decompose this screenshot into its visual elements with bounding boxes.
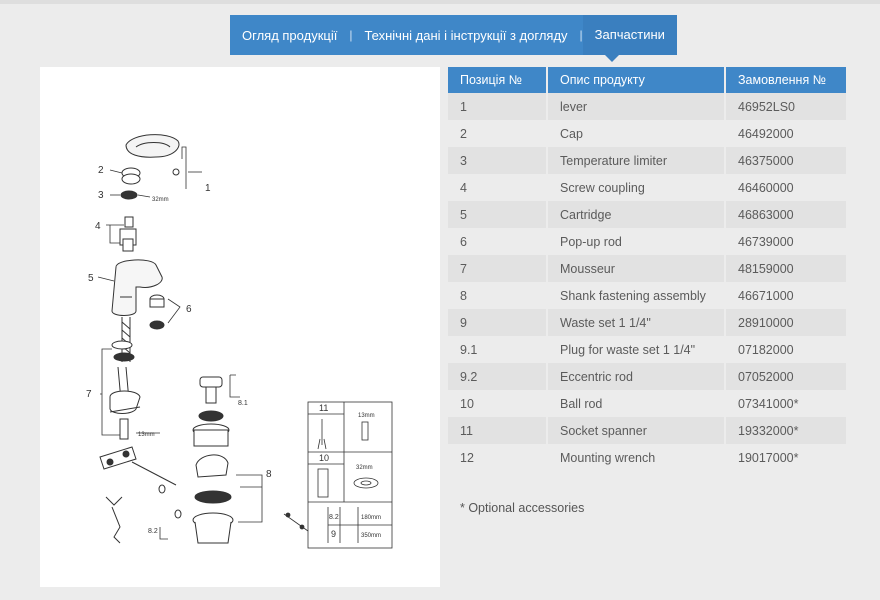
dimension-32mm: 32mm xyxy=(152,197,169,203)
cell-description: Mousseur xyxy=(547,255,726,282)
accessory-dim-32mm: 32mm xyxy=(356,465,373,471)
tab-separator: | xyxy=(579,28,583,42)
cell-position: 6 xyxy=(448,228,548,255)
accessory-box: 11 10 8.2 9 13mm 32mm 180mm 350mm xyxy=(283,401,393,549)
callout-1: 1 xyxy=(205,183,211,194)
cell-order-number: 19332000* xyxy=(725,417,846,444)
cell-description: lever xyxy=(547,93,726,120)
callout-6: 6 xyxy=(186,304,192,315)
tab-bar: Огляд продукції | Технічні дані і інстру… xyxy=(230,15,677,55)
cell-position: 12 xyxy=(448,444,548,471)
cell-description: Plug for waste set 1 1/4" xyxy=(547,336,726,363)
cell-position: 4 xyxy=(448,174,548,201)
cell-description: Cartridge xyxy=(547,201,726,228)
cell-position: 7 xyxy=(448,255,548,282)
callout-3: 3 xyxy=(98,190,104,201)
cell-order-number: 07341000* xyxy=(725,390,846,417)
tab-overview[interactable]: Огляд продукції xyxy=(242,27,338,43)
col-header-position: Позиція № xyxy=(448,67,548,93)
top-bar xyxy=(0,0,880,4)
accessory-label-10: 10 xyxy=(319,453,329,463)
cell-order-number: 46863000 xyxy=(725,201,846,228)
tab-separator: | xyxy=(349,28,353,42)
cell-order-number: 07182000 xyxy=(725,336,846,363)
cell-order-number: 46460000 xyxy=(725,174,846,201)
cell-position: 5 xyxy=(448,201,548,228)
cell-position: 1 xyxy=(448,93,548,120)
cell-order-number: 07052000 xyxy=(725,363,846,390)
callout-8-1: 8.1 xyxy=(238,400,248,407)
cell-order-number: 46671000 xyxy=(725,282,846,309)
cell-description: Waste set 1 1/4" xyxy=(547,309,726,336)
table-header-row: Позиція № Опис продукту Замовлення № xyxy=(448,67,846,93)
callout-5: 5 xyxy=(88,273,94,284)
accessory-label-8-2: 8.2 xyxy=(329,514,339,521)
cell-description: Socket spanner xyxy=(547,417,726,444)
cell-description: Temperature limiter xyxy=(547,147,726,174)
accessory-dim-180mm: 180mm xyxy=(361,515,381,521)
cell-position: 3 xyxy=(448,147,548,174)
accessory-label-11: 11 xyxy=(319,403,328,413)
cell-description: Screw coupling xyxy=(547,174,726,201)
cell-description: Pop-up rod xyxy=(547,228,726,255)
callout-4: 4 xyxy=(95,221,101,232)
cell-position: 2 xyxy=(448,120,548,147)
cell-position: 11 xyxy=(448,417,548,444)
cell-order-number: 48159000 xyxy=(725,255,846,282)
cell-position: 9.2 xyxy=(448,363,548,390)
active-tab-indicator xyxy=(605,55,619,62)
optional-accessories-note: * Optional accessories xyxy=(460,501,585,515)
cell-position: 8 xyxy=(448,282,548,309)
accessory-dim-13mm: 13mm xyxy=(358,413,375,419)
cell-order-number: 19017000* xyxy=(725,444,846,471)
dimension-13mm: 13mm xyxy=(138,432,155,438)
cell-order-number: 46952LS0 xyxy=(725,93,846,120)
exploded-diagram: 2 3 32mm 4 5 6 7 13mm 1 8.1 8 8.2 xyxy=(40,67,440,587)
cell-description: Cap xyxy=(547,120,726,147)
col-header-description: Опис продукту xyxy=(547,67,726,93)
callout-8-2: 8.2 xyxy=(148,528,158,535)
cell-description: Ball rod xyxy=(547,390,726,417)
col-header-order-number: Замовлення № xyxy=(725,67,846,93)
cell-description: Mounting wrench xyxy=(547,444,726,471)
cell-description: Shank fastening assembly xyxy=(547,282,726,309)
tab-spare-parts[interactable]: Запчастини xyxy=(582,15,677,55)
cell-description: Eccentric rod xyxy=(547,363,726,390)
cell-position: 9.1 xyxy=(448,336,548,363)
cell-position: 9 xyxy=(448,309,548,336)
cell-order-number: 46375000 xyxy=(725,147,846,174)
accessory-label-9: 9 xyxy=(331,529,336,539)
callout-2: 2 xyxy=(98,165,104,176)
cell-order-number: 28910000 xyxy=(725,309,846,336)
cell-order-number: 46492000 xyxy=(725,120,846,147)
cell-order-number: 46739000 xyxy=(725,228,846,255)
callout-8: 8 xyxy=(266,469,272,480)
diagram-drawing: 2 3 32mm 4 5 6 7 13mm 1 8.1 8 8.2 xyxy=(86,134,393,549)
callout-7: 7 xyxy=(86,389,92,400)
tab-technical-data[interactable]: Технічні дані і інструкції з догляду xyxy=(364,27,568,43)
accessory-dim-350mm: 350mm xyxy=(361,533,381,539)
cell-position: 10 xyxy=(448,390,548,417)
